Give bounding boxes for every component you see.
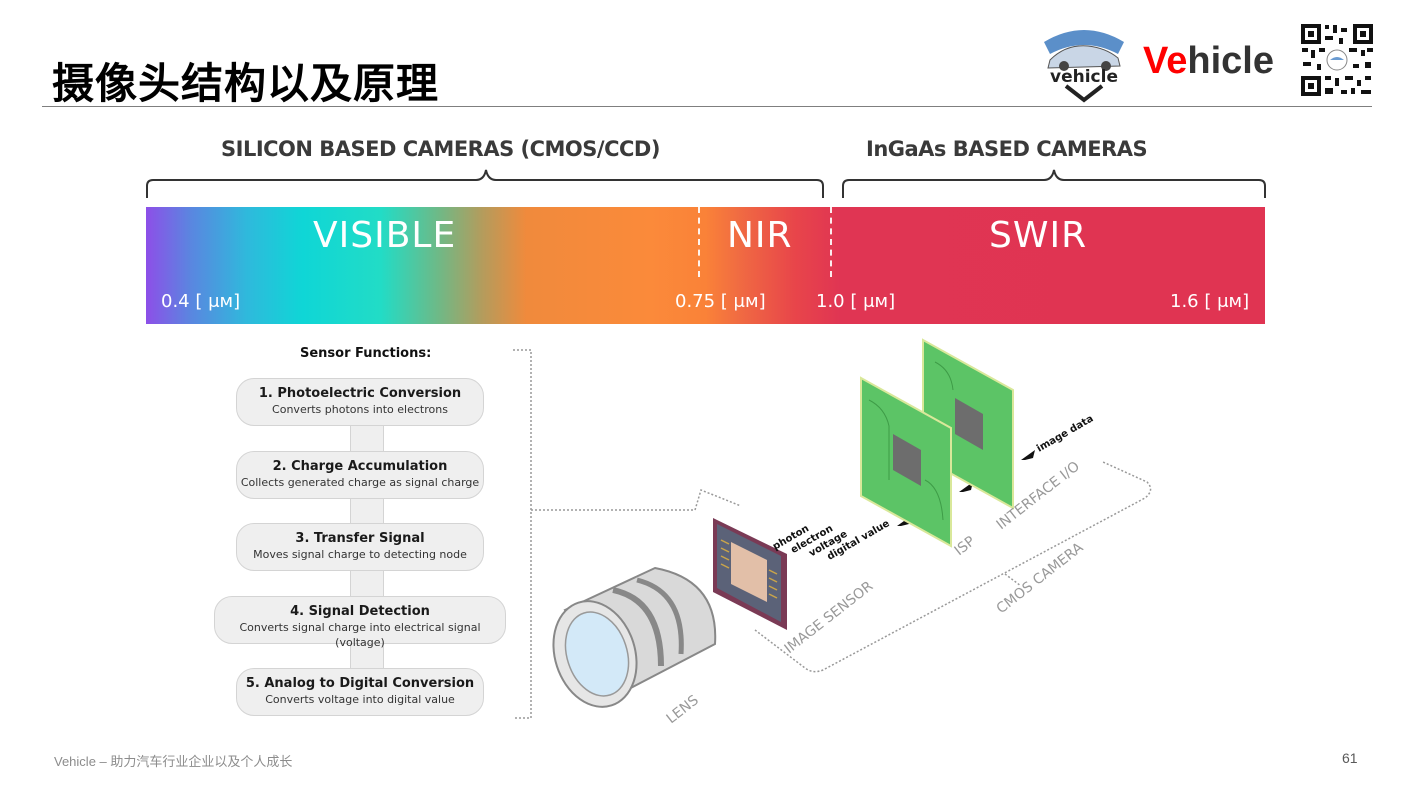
boundary-visible-nir <box>698 207 700 277</box>
band-nir-label: NIR <box>727 215 793 256</box>
sensor-step: 1. Photoelectric Conversion Converts pho… <box>236 378 484 426</box>
step-connector <box>350 498 384 526</box>
wavelength-label: 0.75 [ μм] <box>675 291 766 312</box>
wavelength-label: 0.4 [ μм] <box>161 291 241 312</box>
sensor-functions-title: Sensor Functions: <box>300 346 432 361</box>
brand-name: Vehicle <box>1143 40 1274 83</box>
cmos-camera-outline <box>754 461 1152 673</box>
step-heading: 2. Charge Accumulation <box>272 459 448 474</box>
step-description: Converts photons into electrons <box>272 403 448 416</box>
sensor-step: 4. Signal Detection Converts signal char… <box>214 596 506 649</box>
image-sensor-icon <box>713 518 787 630</box>
image-sensor-label: IMAGE SENSOR <box>782 578 877 657</box>
isp-board-icon <box>860 338 1014 548</box>
band-visible-label: VISIBLE <box>313 215 457 256</box>
qr-code-icon[interactable] <box>1299 22 1375 98</box>
isp-label: ISP <box>952 533 979 559</box>
spectrum-bar: VISIBLE NIR SWIR 0.4 [ μм] 0.75 [ μм] 1.… <box>146 207 1265 324</box>
lens-label: LENS <box>664 692 702 727</box>
sensor-leader-line <box>531 488 742 511</box>
step-heading: 5. Analog to Digital Conversion <box>245 676 475 691</box>
step-heading: 1. Photoelectric Conversion <box>258 386 462 401</box>
page-title: 摄像头结构以及原理 <box>52 59 440 108</box>
footer-text: Vehicle – 助力汽车行业企业以及个人成长 <box>54 754 293 769</box>
sensor-step: 5. Analog to Digital Conversion Converts… <box>236 668 484 716</box>
sensor-functions-bracket <box>513 349 532 719</box>
lens-icon <box>552 566 717 708</box>
silicon-bracket <box>146 169 824 198</box>
ingaas-bracket <box>842 169 1266 198</box>
camera-diagram: photon electron voltage digital value im… <box>513 338 1152 727</box>
band-swir-label: SWIR <box>989 215 1088 256</box>
wavelength-label: 1.6 [ μм] <box>1170 291 1250 312</box>
cmos-camera-label: CMOS CAMERA <box>994 540 1087 618</box>
step-connector <box>350 570 384 598</box>
brand-suffix: hicle <box>1187 40 1274 82</box>
step-description: Collects generated charge as signal char… <box>240 476 480 489</box>
step-description: Converts voltage into digital value <box>265 693 455 706</box>
title-divider <box>42 106 1372 107</box>
step-heading: 4. Signal Detection <box>290 604 430 619</box>
camera-brackets <box>146 169 1266 198</box>
step-heading: 3. Transfer Signal <box>295 531 425 546</box>
step-connector <box>350 425 384 453</box>
brand-prefix: Ve <box>1143 40 1188 82</box>
sensor-step: 3. Transfer Signal Moves signal charge t… <box>236 523 484 571</box>
sensor-step: 2. Charge Accumulation Collects generate… <box>236 451 484 499</box>
page-number: 61 <box>1342 750 1358 766</box>
arrow-icon <box>1021 450 1035 460</box>
vehicle-logo-icon: vehicle <box>1044 30 1124 103</box>
logo-text: vehicle <box>1050 67 1118 87</box>
ingaas-cameras-label: InGaAs BASED CAMERAS <box>866 137 1148 161</box>
boundary-nir-swir <box>830 207 832 277</box>
silicon-cameras-label: SILICON BASED CAMERAS (CMOS/CCD) <box>221 137 660 161</box>
step-description: Moves signal charge to detecting node <box>253 548 467 561</box>
step-connector <box>350 643 384 671</box>
wavelength-label: 1.0 [ μм] <box>816 291 896 312</box>
image-data-label: image data <box>1035 413 1095 454</box>
step-description: Converts signal charge into electrical s… <box>239 621 481 649</box>
